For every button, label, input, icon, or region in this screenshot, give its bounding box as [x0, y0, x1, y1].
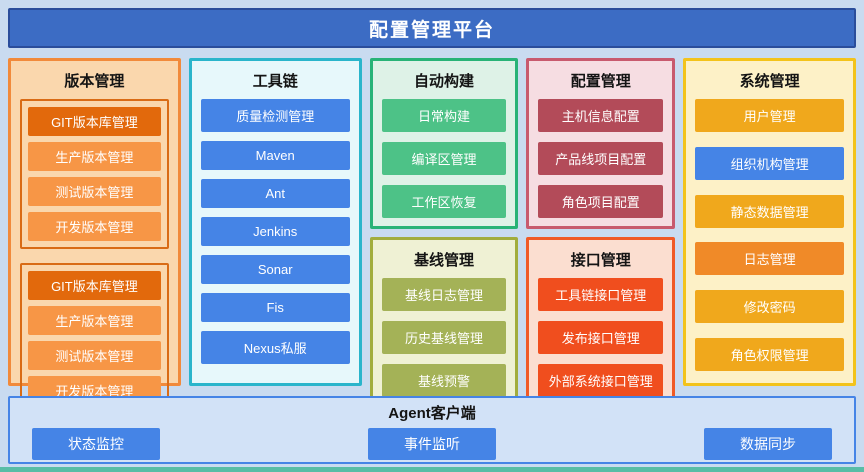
- panel-title: 自动构建: [413, 73, 474, 90]
- column-stack: 自动构建 日常构建 编译区管理 工作区恢复 基线管理 基线日志管理 历史基线管理…: [369, 58, 519, 408]
- module-item: 日志管理: [695, 242, 844, 276]
- module-item: 外部系统接口管理: [538, 364, 664, 397]
- panel-body: 质量检测管理 Maven Ant Jenkins Sonar Fis Nexus…: [200, 99, 350, 364]
- module-item: 测试版本管理: [28, 341, 161, 370]
- panel-config-management: 配置管理 主机信息配置 产品线项目配置 角色项目配置: [526, 58, 676, 229]
- module-item: GIT版本库管理: [28, 107, 161, 136]
- module-item: Jenkins: [200, 217, 350, 246]
- bottom-accent-strip: [0, 467, 864, 472]
- panel-title: 接口管理: [570, 252, 631, 269]
- panel-baseline-management: 基线管理 基线日志管理 历史基线管理 基线预警: [369, 237, 519, 408]
- module-item: 生产版本管理: [28, 306, 161, 335]
- panel-toolchain: 工具链 质量检测管理 Maven Ant Jenkins Sonar Fis N…: [188, 58, 362, 386]
- module-item: 主机信息配置: [538, 99, 664, 132]
- module-item: 工作区恢复: [381, 185, 507, 218]
- module-item: 开发版本管理: [28, 212, 161, 241]
- panel-title: 基线管理: [413, 252, 474, 269]
- module-item: 编译区管理: [381, 142, 507, 175]
- panel-body: 主机信息配置 产品线项目配置 角色项目配置: [538, 99, 664, 218]
- module-item: 修改密码: [695, 290, 844, 324]
- panel-body: 状态监控 事件监听 数据同步: [32, 428, 832, 460]
- module-item: Nexus私服: [200, 331, 350, 364]
- module-item: 工具链接口管理: [538, 278, 664, 311]
- panel-agent-client: Agent客户端 状态监控 事件监听 数据同步: [8, 396, 856, 464]
- panel-title: 配置管理: [570, 73, 631, 90]
- panel-version-management: 版本管理 GIT版本库管理 生产版本管理 测试版本管理 开发版本管理 GIT版本…: [8, 58, 181, 413]
- module-item: 质量检测管理: [200, 99, 350, 132]
- panel-title: 工具链: [252, 73, 298, 90]
- module-item: 组织机构管理: [695, 146, 844, 180]
- module-item: 用户管理: [695, 99, 844, 132]
- module-item: 基线预警: [381, 364, 507, 397]
- panel-body: 用户管理 组织机构管理 静态数据管理 日志管理 修改密码 角色权限管理: [695, 99, 844, 375]
- module-item: Fis: [200, 293, 350, 322]
- panel-interface-management: 接口管理 工具链接口管理 发布接口管理 外部系统接口管理: [526, 237, 676, 408]
- module-item: 历史基线管理: [381, 321, 507, 354]
- module-item: 产品线项目配置: [538, 142, 664, 175]
- panel-body: 日常构建 编译区管理 工作区恢复: [381, 99, 507, 218]
- module-item: GIT版本库管理: [28, 271, 161, 300]
- module-item: Ant: [200, 179, 350, 208]
- module-item: 基线日志管理: [381, 278, 507, 311]
- panel-body: 基线日志管理 历史基线管理 基线预警: [381, 278, 507, 397]
- module-item: 事件监听: [368, 428, 496, 460]
- module-item: Maven: [200, 141, 350, 170]
- version-group: GIT版本库管理 生产版本管理 测试版本管理 开发版本管理: [20, 99, 169, 249]
- module-item: 状态监控: [32, 428, 160, 460]
- module-item: 测试版本管理: [28, 177, 161, 206]
- version-group: GIT版本库管理 生产版本管理 测试版本管理 开发版本管理: [20, 263, 169, 413]
- panel-system-management: 系统管理 用户管理 组织机构管理 静态数据管理 日志管理 修改密码 角色权限管理: [683, 58, 856, 386]
- module-item: 日常构建: [381, 99, 507, 132]
- panel-body: 工具链接口管理 发布接口管理 外部系统接口管理: [538, 278, 664, 397]
- panel-auto-build: 自动构建 日常构建 编译区管理 工作区恢复: [369, 58, 519, 229]
- panel-title: Agent客户端: [388, 405, 476, 422]
- modules-area: 版本管理 GIT版本库管理 生产版本管理 测试版本管理 开发版本管理 GIT版本…: [8, 58, 856, 413]
- module-item: Sonar: [200, 255, 350, 284]
- module-item: 数据同步: [704, 428, 832, 460]
- module-item: 生产版本管理: [28, 142, 161, 171]
- module-item: 发布接口管理: [538, 321, 664, 354]
- module-item: 角色权限管理: [695, 337, 844, 371]
- title-bar: 配置管理平台: [8, 8, 856, 48]
- page-title: 配置管理平台: [368, 19, 495, 41]
- panel-title: 版本管理: [64, 73, 125, 90]
- module-item: 角色项目配置: [538, 185, 664, 218]
- module-item: 静态数据管理: [695, 194, 844, 228]
- column-stack: 配置管理 主机信息配置 产品线项目配置 角色项目配置 接口管理 工具链接口管理 …: [526, 58, 676, 408]
- panel-title: 系统管理: [739, 73, 800, 90]
